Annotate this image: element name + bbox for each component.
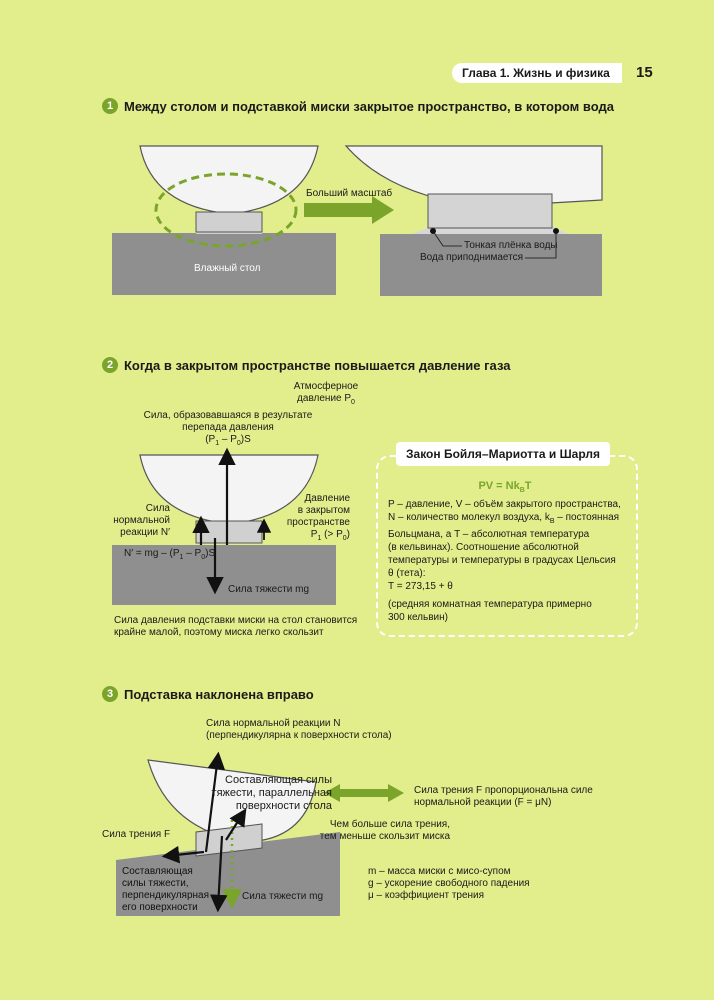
normal-arrow-3 [204,751,226,853]
parallel-arrow-3 [225,808,247,841]
water-rises-label: Вода приподнимается [420,252,523,263]
scale-label: Больший масштаб [306,188,393,199]
gravity-label-2: Сила тяжести mg [228,584,310,595]
normal-equation: N′ = mg – (P1 – P0)S [124,548,216,561]
chapter-chip [452,63,622,83]
section-3-title: Подставка наклонена вправо [124,687,314,702]
friction-f-label: Сила трения F [102,829,171,840]
perp-arrow-3 [209,835,228,913]
slide-caption: Сила давления подставки миски на стол ст… [114,615,358,638]
bowl-foot-1 [195,211,263,233]
law-formula: PV = NkBT [478,480,532,495]
zoom-circle [154,172,298,248]
bowl-1 [139,145,319,215]
law-title: Закон Бойля–Мариотта и Шарля [396,442,610,466]
page-number: 15 [636,64,653,81]
normal-reaction-n-label: Сила нормальной реакции N(перпендикулярн… [206,718,392,741]
law-kelvin-equation: T = 273,15 + θ [388,581,453,592]
table-wet [112,233,336,295]
table-2 [112,545,336,605]
bowl-foot-zoom [427,193,553,229]
section-2-number: 2 [102,357,118,373]
section-1-number: 1 [102,98,118,114]
wet-table-label: Влажный стол [194,263,261,274]
table-zoom [380,234,602,296]
law-description: P – давление, V – объём закрытого простр… [388,499,621,579]
section-1-title: Между столом и подставкой миски закрытое… [124,99,614,114]
bowl-foot-2 [195,520,263,544]
double-arrow-3 [324,784,404,802]
chapter-title: Глава 1. Жизнь и физика [462,66,610,80]
section-2-title: Когда в закрытом пространстве повышается… [124,358,511,373]
thin-film-label: Тонкая плёнка воды [464,240,558,251]
more-friction-label: Чем больше сила трения,тем меньше скольз… [319,819,450,842]
zoom-arrow [304,196,394,224]
bowl-foot-3 [195,823,263,857]
section-3-number: 3 [102,686,118,702]
friction-arrow-3 [161,845,205,864]
gravity-label-3: Сила тяжести mg [242,891,324,902]
